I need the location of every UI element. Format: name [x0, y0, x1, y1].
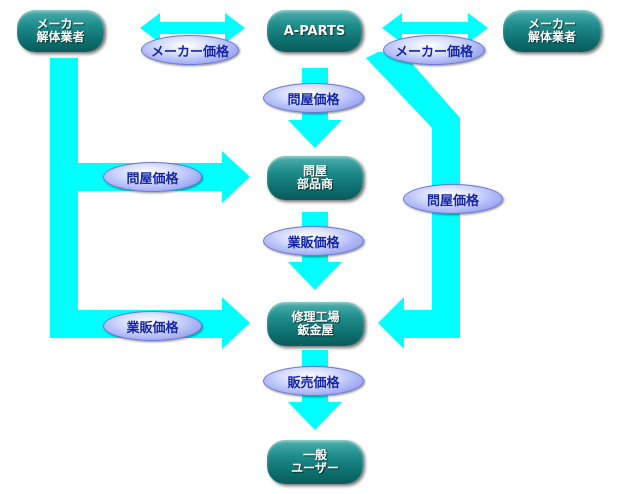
node-wholesaler-parts-dealer: 問屋 部品商: [267, 156, 363, 200]
label-trade-price-center: 業販価格: [263, 226, 364, 256]
arrow-maker-left-aparts: [140, 13, 245, 43]
node-a-parts: A-PARTS: [267, 10, 362, 52]
label-trade-price-left: 業販価格: [103, 311, 202, 341]
node-maker-dismantler-right: メーカー 解体業者: [503, 10, 601, 52]
node-repair-shop-body-shop: 修理工場 鈑金屋: [267, 302, 364, 346]
arrow-left-trunk: [50, 58, 78, 338]
node-general-user: 一般 ユーザー: [267, 440, 363, 484]
label-retail-price: 販売価格: [263, 366, 364, 396]
arrow-aparts-maker-right: [382, 13, 488, 43]
label-maker-price-left: メーカー価格: [141, 35, 239, 65]
node-maker-dismantler-left: メーカー 解体業者: [17, 10, 104, 52]
label-wholesale-price-center: 問屋価格: [263, 83, 364, 113]
label-wholesale-price-left: 問屋価格: [103, 162, 202, 192]
arrow-right-to-repair: [366, 52, 460, 349]
label-maker-price-right: メーカー価格: [383, 35, 485, 65]
label-wholesale-price-right: 問屋価格: [403, 184, 503, 214]
